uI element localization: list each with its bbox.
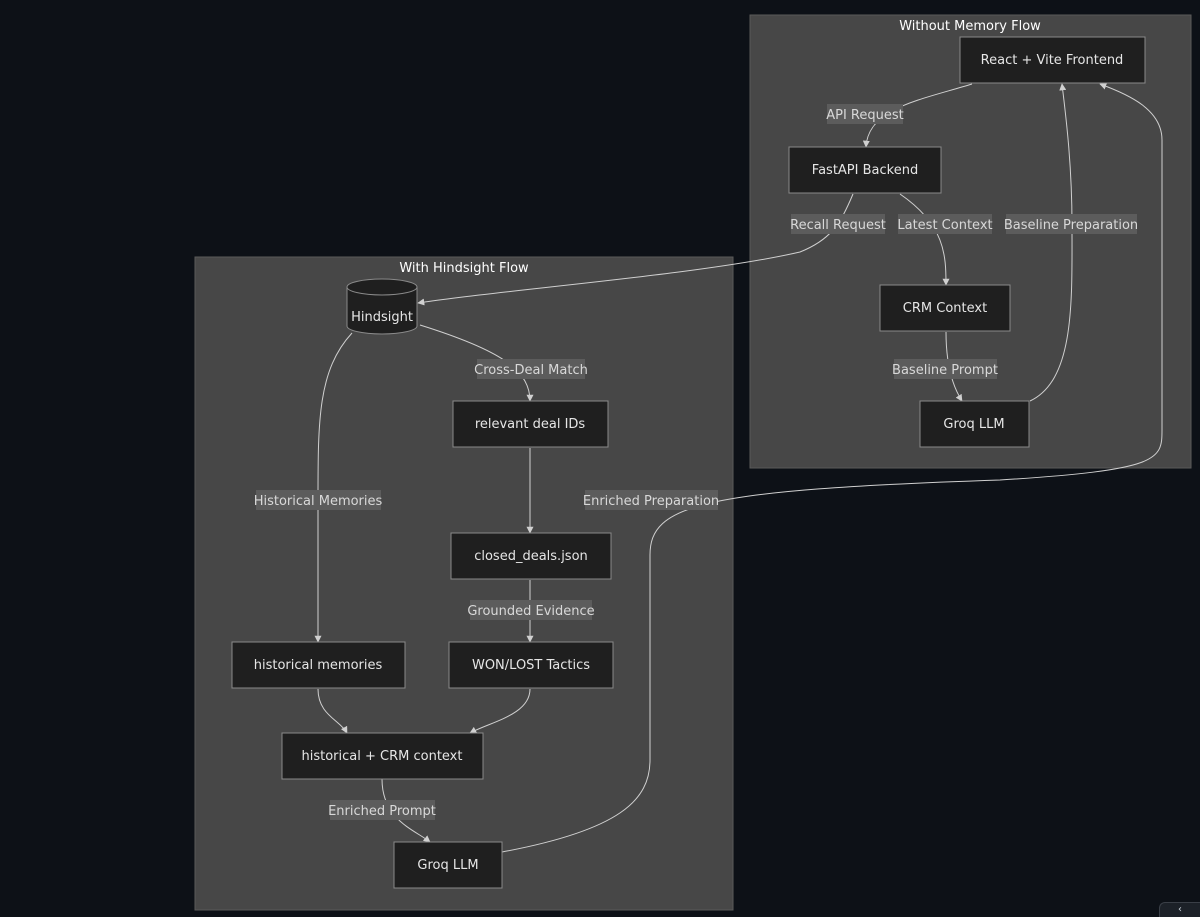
node-crm-context: CRM Context bbox=[879, 284, 1011, 332]
svg-text:Grounded Evidence: Grounded Evidence bbox=[467, 604, 594, 619]
node-closed-deals: closed_deals.json bbox=[450, 532, 612, 580]
node-groq-enriched: Groq LLM bbox=[393, 841, 503, 889]
label-enriched-preparation: Enriched Preparation bbox=[583, 490, 719, 510]
collapse-button[interactable]: ‹ bbox=[1159, 902, 1200, 917]
node-merged-context: historical + CRM context bbox=[281, 732, 484, 780]
svg-text:Enriched Preparation: Enriched Preparation bbox=[583, 494, 719, 509]
svg-text:closed_deals.json: closed_deals.json bbox=[474, 549, 588, 564]
label-enriched-prompt: Enriched Prompt bbox=[328, 800, 436, 820]
nodes: React + Vite Frontend FastAPI Backend CR… bbox=[231, 36, 1146, 889]
cluster-title-with-hindsight: With Hindsight Flow bbox=[399, 261, 529, 276]
label-baseline-preparation: Baseline Preparation bbox=[1004, 214, 1138, 234]
edge-hindsight-memories bbox=[314, 332, 353, 643]
node-groq-baseline: Groq LLM bbox=[919, 400, 1030, 448]
cluster-title-without-memory: Without Memory Flow bbox=[899, 19, 1041, 34]
svg-text:Cross-Deal Match: Cross-Deal Match bbox=[474, 363, 588, 378]
node-frontend: React + Vite Frontend bbox=[959, 36, 1146, 84]
node-hindsight-database: Hindsight bbox=[346, 278, 418, 335]
svg-text:Historical Memories: Historical Memories bbox=[254, 494, 383, 509]
label-historical-memories: Historical Memories bbox=[254, 490, 383, 510]
edge-groq-frontend-enriched bbox=[501, 82, 1163, 853]
node-deal-ids: relevant deal IDs bbox=[452, 400, 609, 448]
svg-text:Recall Request: Recall Request bbox=[790, 218, 886, 233]
edge-memories-merged bbox=[317, 688, 348, 734]
label-api-request: API Request bbox=[826, 104, 904, 124]
svg-text:historical memories: historical memories bbox=[254, 658, 383, 673]
label-baseline-prompt: Baseline Prompt bbox=[892, 359, 998, 379]
edges bbox=[314, 82, 1163, 853]
label-grounded-evidence: Grounded Evidence bbox=[467, 600, 595, 620]
svg-text:API Request: API Request bbox=[826, 108, 904, 123]
svg-text:WON/LOST Tactics: WON/LOST Tactics bbox=[472, 658, 590, 673]
label-latest-context: Latest Context bbox=[897, 214, 993, 234]
edge-tactics-merged bbox=[469, 688, 531, 734]
edge-labels: API Request Recall Request Latest Contex… bbox=[254, 104, 1138, 820]
cluster-with-hindsight: With Hindsight Flow bbox=[194, 256, 734, 911]
svg-text:relevant deal IDs: relevant deal IDs bbox=[475, 417, 586, 432]
svg-text:React + Vite Frontend: React + Vite Frontend bbox=[981, 53, 1124, 68]
node-tactics: WON/LOST Tactics bbox=[448, 641, 614, 689]
edge-merged-groq bbox=[381, 778, 431, 843]
svg-text:Groq LLM: Groq LLM bbox=[417, 858, 478, 873]
node-historical-memories: historical memories bbox=[231, 641, 406, 689]
node-backend: FastAPI Backend bbox=[788, 146, 942, 194]
hindsight-label: Hindsight bbox=[351, 310, 413, 325]
svg-text:Groq LLM: Groq LLM bbox=[943, 417, 1004, 432]
chevron-icon: ‹ bbox=[1178, 904, 1182, 915]
label-cross-deal-match: Cross-Deal Match bbox=[474, 359, 588, 379]
svg-text:Enriched Prompt: Enriched Prompt bbox=[328, 804, 436, 819]
svg-text:Latest Context: Latest Context bbox=[897, 218, 992, 233]
edge-backend-crm bbox=[899, 193, 950, 286]
svg-text:Baseline Preparation: Baseline Preparation bbox=[1004, 218, 1138, 233]
svg-text:historical + CRM context: historical + CRM context bbox=[302, 749, 463, 764]
svg-text:CRM Context: CRM Context bbox=[903, 301, 987, 316]
svg-text:FastAPI Backend: FastAPI Backend bbox=[812, 163, 918, 178]
label-recall-request: Recall Request bbox=[790, 214, 886, 234]
svg-text:Baseline Prompt: Baseline Prompt bbox=[892, 363, 998, 378]
